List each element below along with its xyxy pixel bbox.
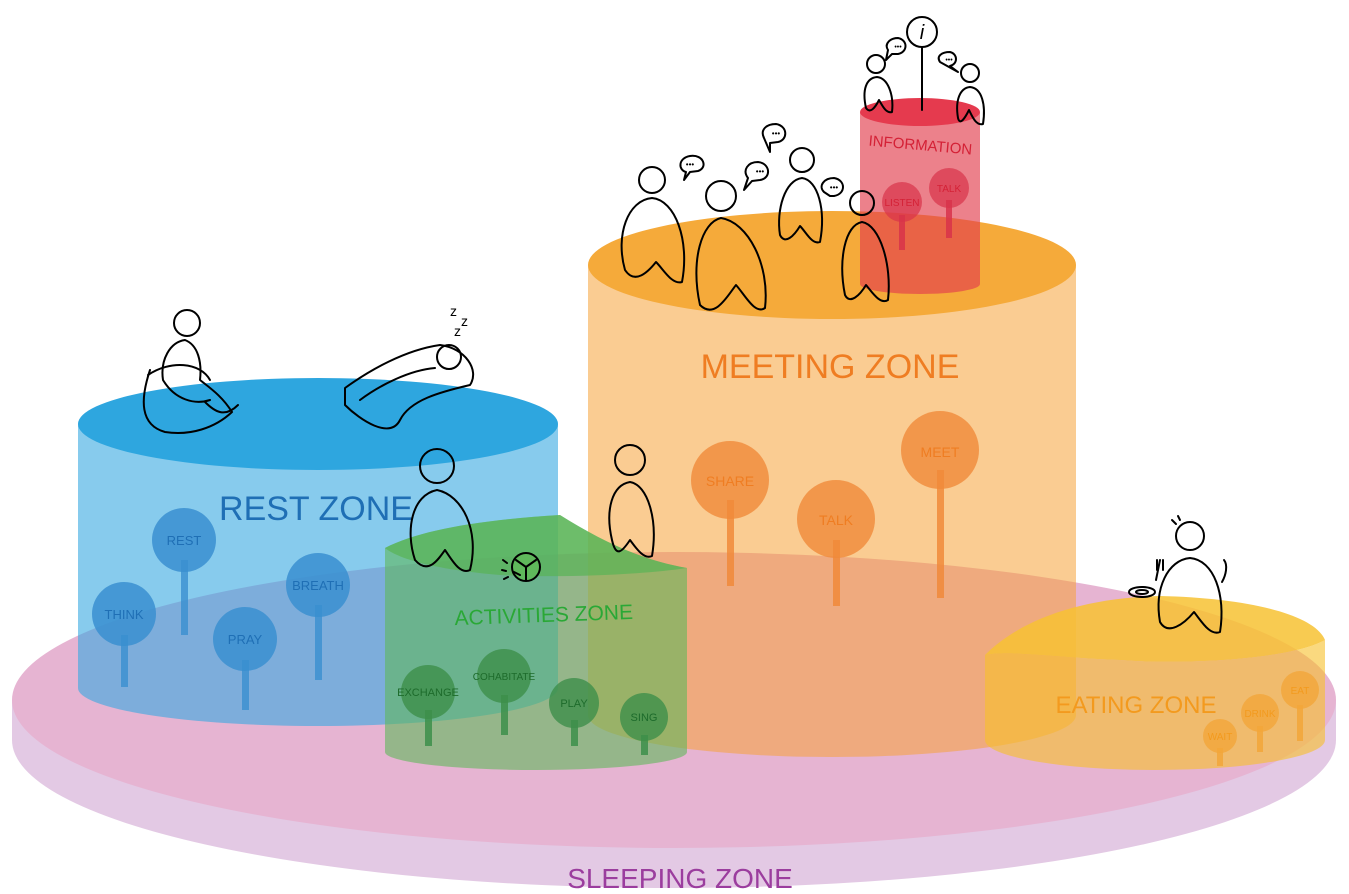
bubble-dots-4: •••: [830, 183, 839, 192]
person-figure-icon: [409, 448, 474, 572]
meeting-zone-top: [588, 211, 1076, 319]
plate-icon: [1128, 586, 1156, 598]
pin-drink: [1241, 694, 1279, 732]
pin-breath-label: BREATH: [292, 578, 344, 593]
pin-breath: [286, 553, 350, 617]
pin-play-label: PLAY: [560, 698, 588, 710]
pin-share-label: SHARE: [706, 473, 754, 489]
person-figure-icon: [620, 166, 686, 284]
pin-share: [691, 441, 769, 519]
figures: z z z: [142, 16, 1228, 634]
meeting-zone-label: MEETING ZONE: [701, 348, 960, 386]
pin-think: [92, 582, 156, 646]
speech-bubble-dots: ••• ••• ••• ••• ••• •••: [686, 44, 953, 192]
rest-zone-pins: REST THINK PRAY BREATH: [92, 508, 350, 710]
pin-talk-label: TALK: [819, 512, 854, 528]
person-figure-icon: [778, 147, 823, 244]
pin-rest: [152, 508, 216, 572]
activities-zone-top: [385, 515, 687, 577]
pin-cohabitate-label: COHABITATE: [473, 672, 536, 683]
info-sign-icon: [906, 16, 938, 111]
sleeping-zone-label: SLEEPING ZONE: [567, 863, 793, 894]
sleeping-figure-icon: [344, 344, 475, 430]
person-figure-icon: [841, 190, 890, 303]
bubble-dots-3: •••: [772, 129, 781, 138]
pin-talk: [797, 480, 875, 558]
pin-rest-label: REST: [167, 533, 202, 548]
eating-zone: EATING ZONE WAIT DRINK EAT: [985, 596, 1325, 770]
pin-pray: [213, 607, 277, 671]
info-sign-glyph: i: [920, 22, 925, 44]
speech-bubble-icon: [885, 37, 907, 61]
person-figure-icon: [695, 180, 767, 311]
sleep-z-2: z: [461, 313, 468, 329]
person-figure-icon: [863, 54, 894, 114]
bubble-dots-6: •••: [945, 57, 953, 64]
activities-zone: ACTIVITIES ZONE EXCHANGE COHABITATE PLAY…: [385, 515, 687, 770]
pin-info-talk-label: TALK: [937, 184, 962, 195]
pin-eat-label: EAT: [1291, 686, 1310, 697]
pin-cohabitate: [477, 649, 531, 703]
pin-pray-label: PRAY: [228, 632, 263, 647]
information-zone-top: [860, 98, 980, 126]
pin-play: [549, 678, 599, 728]
speech-bubble-icon: [761, 123, 787, 153]
pin-wait: [1203, 719, 1237, 753]
sleep-z-1: z: [450, 303, 457, 319]
eating-zone-top: [985, 596, 1325, 662]
bubble-dots-5: •••: [894, 44, 902, 51]
activities-zone-pins: EXCHANGE COHABITATE PLAY SING: [397, 649, 668, 755]
speech-bubble-icon: [820, 177, 844, 197]
pin-exchange: [401, 665, 455, 719]
pin-meet-label: MEET: [921, 444, 960, 460]
pin-drink-label: DRINK: [1244, 709, 1275, 720]
person-figure-icon: [956, 63, 985, 126]
rest-zone-label: REST ZONE: [219, 490, 413, 528]
eating-zone-body: [985, 640, 1325, 770]
sitting-figure-icon: [142, 309, 239, 434]
ball-icon: [501, 552, 541, 582]
pin-eat: [1281, 671, 1319, 709]
pin-sing: [620, 693, 668, 741]
pin-think-label: THINK: [105, 607, 144, 622]
bubble-dots-2: •••: [756, 167, 765, 176]
pin-sing-label: SING: [631, 712, 658, 724]
pin-exchange-label: EXCHANGE: [397, 687, 459, 699]
eating-zone-pins: WAIT DRINK EAT: [1203, 671, 1319, 766]
information-zone-pins: LISTEN TALK: [882, 168, 969, 250]
sleep-z-3: z: [454, 323, 461, 339]
sleep-marks: z z z: [450, 303, 468, 339]
pin-listen: [882, 182, 922, 222]
pin-listen-label: LISTEN: [884, 198, 919, 209]
speech-bubble-icon: [743, 161, 769, 191]
speech-bubble-icon: [679, 154, 705, 181]
meeting-zone-pins: SHARE TALK MEET: [691, 411, 979, 606]
pin-meet: [901, 411, 979, 489]
pin-info-talk: [929, 168, 969, 208]
eating-zone-label: EATING ZONE: [1056, 692, 1217, 719]
person-figure-icon: [608, 444, 655, 558]
activities-zone-body: [385, 515, 687, 770]
pin-wait-label: WAIT: [1208, 732, 1233, 743]
eating-figure-icon: [1155, 515, 1228, 634]
speech-bubble-icon: [937, 51, 959, 73]
bubble-dots-1: •••: [686, 160, 695, 169]
information-zone: INFORMATION LISTEN TALK: [860, 98, 980, 294]
